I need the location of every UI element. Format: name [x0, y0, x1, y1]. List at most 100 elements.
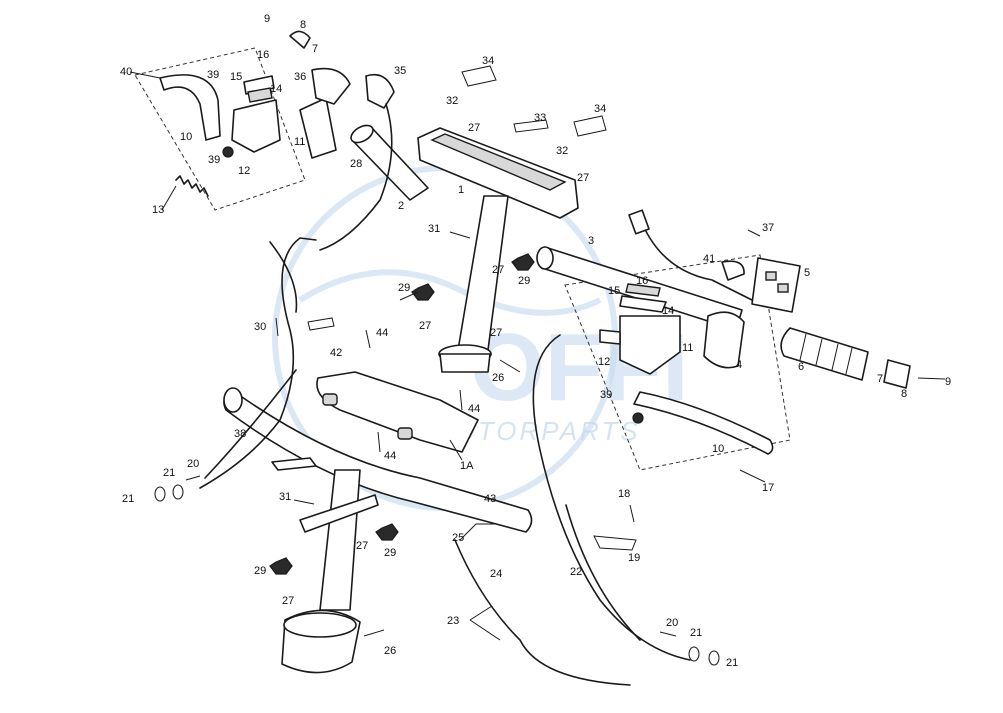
part-label: 4	[736, 359, 742, 371]
bracket-icon	[513, 119, 549, 133]
part-label: 28	[350, 158, 362, 170]
part-number-labels: 1 1A 2 3 4 5 6 7 7 8 8 9 9 10 10 11 11 1…	[120, 13, 951, 669]
part-label: 32	[556, 145, 568, 157]
part-label: 26	[492, 372, 504, 384]
part-label: 21	[690, 627, 702, 639]
part-label: 29	[254, 565, 266, 577]
part-label: 18	[618, 488, 630, 500]
bolt-icon	[459, 389, 463, 411]
bracket-icon	[593, 535, 637, 551]
nut-icon	[375, 523, 399, 541]
part-label: 37	[762, 222, 774, 234]
leader-lines	[129, 71, 766, 641]
part-label: 21	[726, 657, 738, 669]
part-label: 27	[577, 172, 589, 184]
part-label: 20	[666, 617, 678, 629]
bolt-icon	[365, 329, 371, 349]
left-spring	[175, 175, 209, 197]
bolt-icon	[275, 317, 279, 337]
part-label: 21	[122, 493, 134, 505]
bracket-icon	[573, 115, 607, 137]
part-label: 1	[458, 184, 464, 196]
part-label: 26	[384, 645, 396, 657]
part-label: 29	[518, 275, 530, 287]
part-label: 25	[452, 532, 464, 544]
right-switch-housing	[721, 257, 801, 313]
left-switch-housing	[289, 30, 395, 159]
part-label: 10	[180, 131, 192, 143]
right-switch-wiring	[628, 209, 753, 301]
right-lever-assembly-frame	[564, 254, 791, 471]
part-label: 29	[384, 547, 396, 559]
part-label: 9	[945, 376, 951, 388]
throttle-housing	[703, 311, 745, 369]
part-label: 39	[207, 69, 219, 81]
part-label: 44	[468, 403, 480, 415]
lower-steering-column	[271, 457, 379, 674]
bolt-icon	[185, 475, 201, 481]
part-label: 21	[163, 467, 175, 479]
right-brake-lever	[633, 391, 774, 455]
fasteners	[154, 65, 761, 666]
part-label: 31	[279, 491, 291, 503]
part-label: 36	[294, 71, 306, 83]
part-label: 2	[398, 200, 404, 212]
part-label: 29	[398, 282, 410, 294]
left-brake-lever	[159, 74, 221, 141]
part-label: 40	[120, 66, 132, 78]
part-label: 8	[300, 19, 306, 31]
bolt-icon	[363, 629, 385, 637]
bolt-icon	[449, 231, 471, 239]
part-label: 38	[234, 428, 246, 440]
part-label: 27	[468, 122, 480, 134]
part-label: 24	[490, 568, 502, 580]
part-label: 20	[187, 458, 199, 470]
part-label: 10	[712, 443, 724, 455]
washer-icon	[688, 646, 700, 662]
part-label: 44	[376, 327, 388, 339]
nut-icon	[511, 253, 535, 271]
washer-icon	[154, 486, 166, 502]
part-label: 43	[484, 493, 496, 505]
part-label: 27	[282, 595, 294, 607]
part-label: 39	[208, 154, 220, 166]
part-label: 27	[492, 264, 504, 276]
nut-icon	[632, 412, 644, 424]
part-label: 34	[482, 55, 494, 67]
part-label: 32	[446, 95, 458, 107]
washer-icon	[172, 484, 184, 500]
part-label: 11	[294, 136, 305, 148]
part-label: 31	[428, 223, 440, 235]
part-label: 42	[330, 347, 342, 359]
washer-icon	[708, 650, 720, 666]
right-grip	[780, 327, 946, 389]
part-label: 30	[254, 321, 266, 333]
part-label: 14	[270, 83, 282, 95]
part-label: 41	[703, 253, 715, 265]
part-label: 33	[534, 112, 546, 124]
part-label: 27	[419, 320, 431, 332]
part-label: 7	[312, 43, 318, 55]
part-label: 16	[257, 49, 269, 61]
part-label: 3	[588, 235, 594, 247]
nut-icon	[269, 557, 293, 575]
part-label: 16	[636, 275, 648, 287]
part-label: 27	[356, 540, 368, 552]
part-label: 44	[384, 450, 396, 462]
upper-handlebar-body	[417, 127, 579, 373]
part-label: 12	[598, 356, 610, 368]
part-label: 34	[594, 103, 606, 115]
cables	[199, 103, 691, 686]
nut-icon	[411, 283, 435, 301]
part-label: 1A	[460, 460, 474, 472]
part-label: 7	[877, 373, 883, 385]
part-label: 6	[798, 361, 804, 373]
nut-icon	[222, 146, 234, 158]
head-cover	[316, 371, 479, 453]
part-label: 13	[152, 204, 164, 216]
part-label: 8	[901, 388, 907, 400]
bolt-icon	[499, 359, 521, 373]
part-label: 15	[608, 285, 620, 297]
bolt-icon	[629, 504, 635, 523]
part-label: 39	[600, 389, 612, 401]
